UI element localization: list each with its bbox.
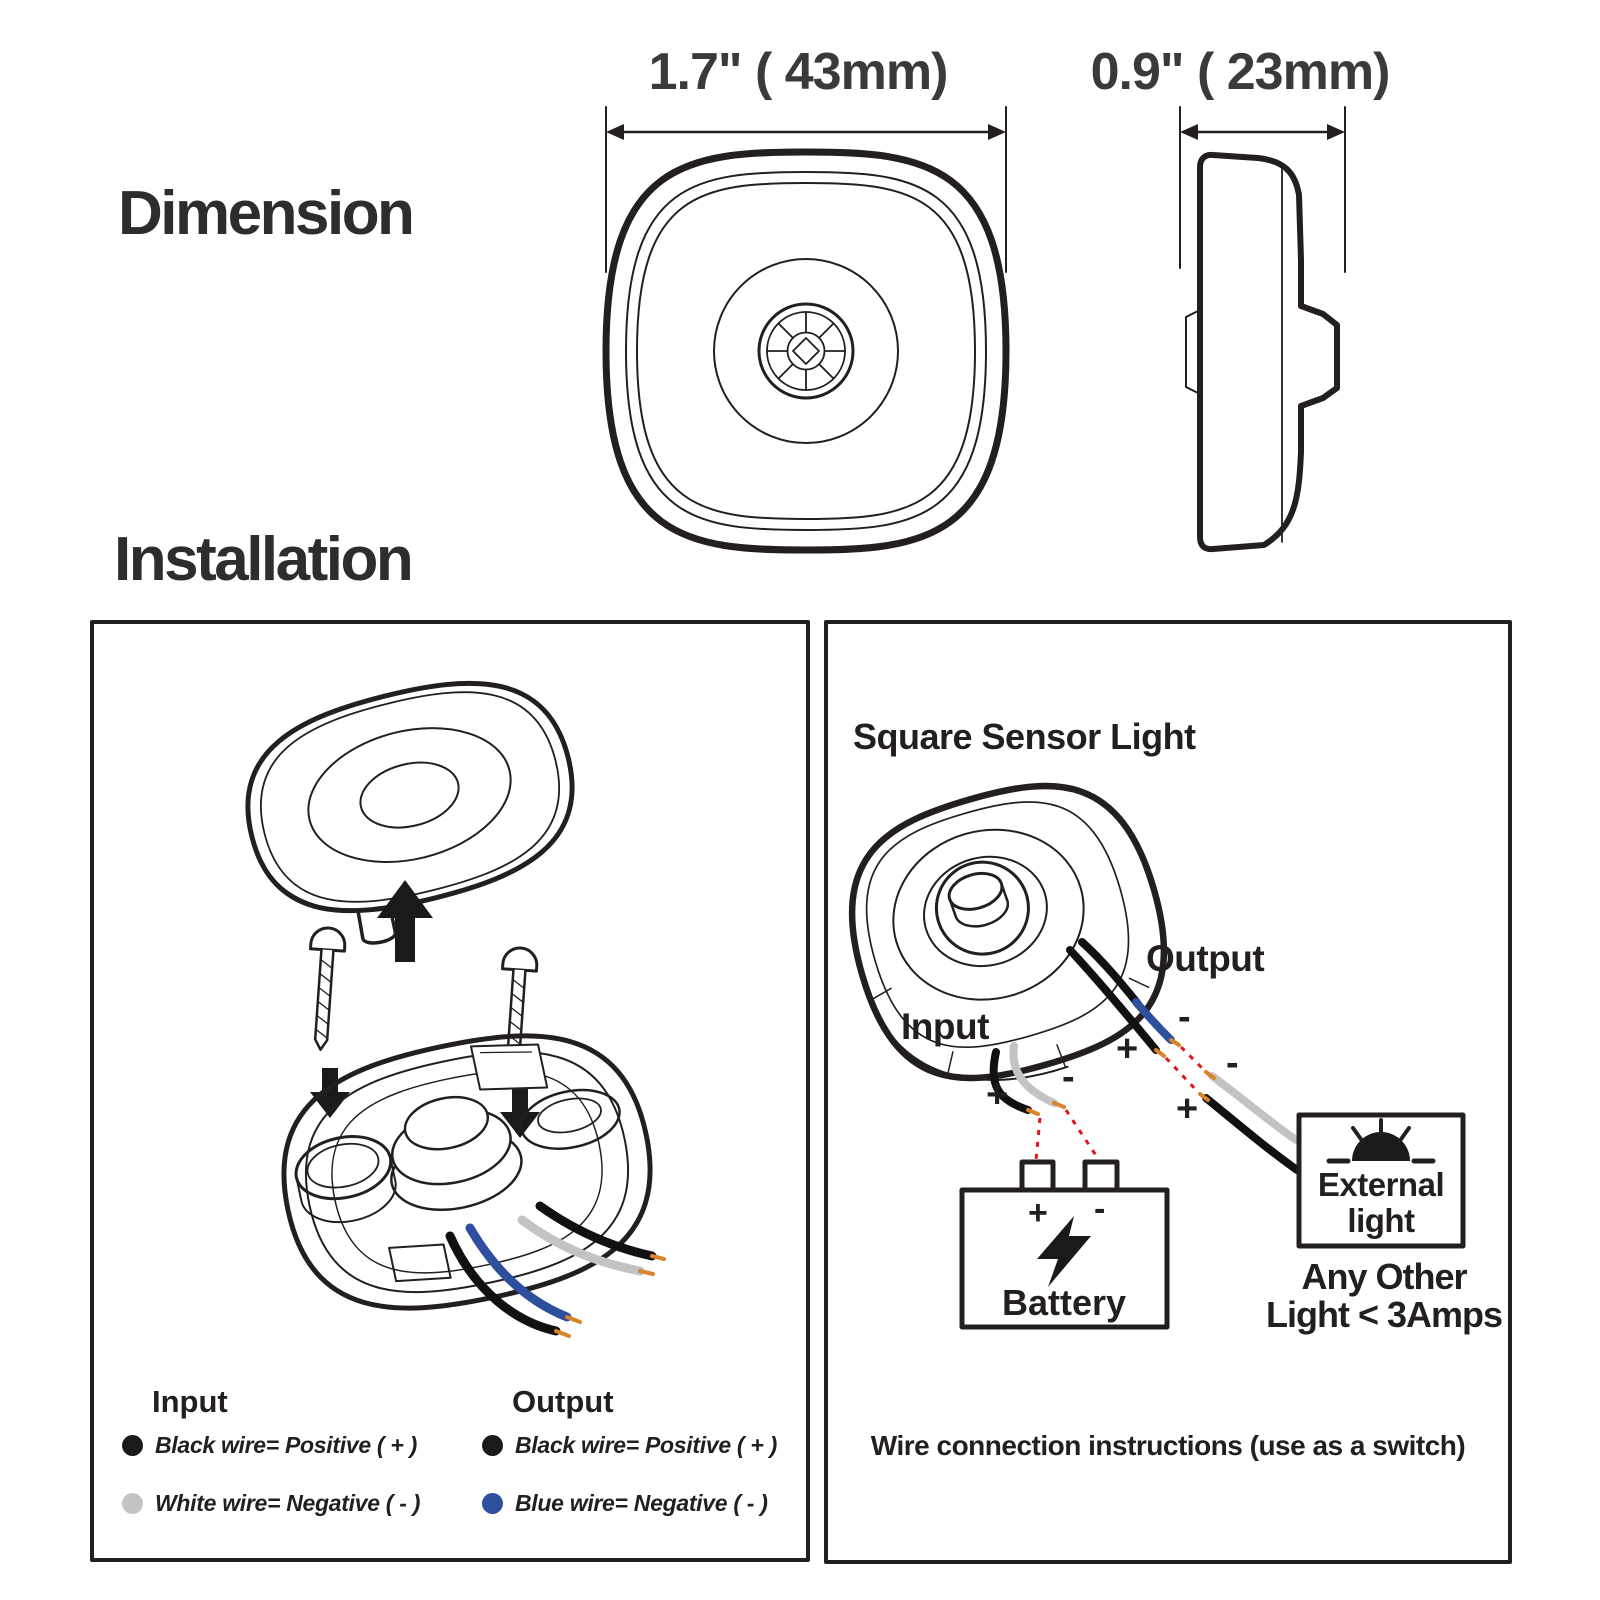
pir-lens-icon: [757, 302, 855, 400]
black-wire-dot-icon: [122, 1435, 143, 1456]
legend-row-label: Black wire= Positive ( + ): [515, 1432, 777, 1458]
battery-negative-mark: -: [1094, 1190, 1106, 1228]
legend-row-output-black: Black wire= Positive ( + ): [482, 1432, 777, 1459]
other-light-note-line1: Any Other: [1301, 1256, 1467, 1297]
arrowhead-right: [988, 124, 1006, 140]
sensor-3d-drawing: [848, 782, 1168, 1082]
external-light-label-line1: External: [1317, 1166, 1445, 1203]
installation-title: Installation: [114, 525, 414, 594]
right-panel-border: [824, 620, 1512, 1564]
arrowhead-right: [1327, 124, 1345, 140]
external-light-black-wire: [1202, 1094, 1301, 1174]
battery-positive-mark: +: [1028, 1194, 1048, 1232]
input-negative-mark: -: [1062, 1056, 1075, 1098]
output-blue-wire: [1078, 938, 1142, 1008]
input-positive-mark: +: [986, 1074, 1009, 1116]
legend-row-input-white: White wire= Negative ( - ): [122, 1490, 420, 1517]
screw-left: [308, 926, 347, 1051]
dimension-title: Dimension: [118, 179, 415, 248]
sun-icon: [1326, 1118, 1436, 1164]
input-black-wire: [989, 1048, 1032, 1114]
down-arrow-left-icon: [310, 1068, 350, 1118]
external-light-label-line2: light: [1347, 1202, 1415, 1239]
arrowhead-left: [1180, 124, 1198, 140]
legend-output-header: Output: [512, 1384, 614, 1419]
base-top-notch: [469, 1043, 549, 1091]
legend-row-input-black: Black wire= Positive ( + ): [122, 1432, 417, 1459]
side-depth-label: 0.9" ( 23mm): [1090, 43, 1391, 101]
legend-row-output-blue: Blue wire= Negative ( - ): [482, 1490, 768, 1517]
battery-drawing: [959, 1159, 1170, 1330]
external-light-drawing: [1296, 1112, 1466, 1249]
external-light-white-wire: [1208, 1072, 1300, 1144]
up-arrow-icon: [377, 880, 433, 962]
battery-label: Battery: [1001, 1282, 1127, 1323]
black-wire-dot-icon: [482, 1435, 503, 1456]
white-wire-dot-icon: [122, 1493, 143, 1514]
input-label: Input: [901, 1006, 989, 1047]
legend-row-label: Black wire= Positive ( + ): [155, 1432, 417, 1458]
legend-input-header: Input: [152, 1384, 228, 1419]
lightning-bolt-icon: [1037, 1216, 1091, 1287]
wiring: [989, 938, 1301, 1174]
side-depth-dimension-lines: [1179, 106, 1346, 273]
base-center-dome: [390, 1095, 523, 1212]
output-negative-mark: -: [1178, 996, 1191, 1038]
wiring-caption: Wire connection instructions (use as a s…: [870, 1430, 1466, 1461]
sensor-light-title: Square Sensor Light: [853, 716, 1196, 757]
legend-row-label: White wire= Negative ( - ): [155, 1490, 421, 1516]
base-drawing: [281, 1033, 653, 1311]
input-white-wire: [1009, 1042, 1058, 1107]
cover-lid-drawing: [245, 680, 575, 945]
down-arrow-right-icon: [500, 1088, 540, 1138]
side-view-drawing: [1185, 151, 1340, 553]
arrowhead-left: [606, 124, 624, 140]
left-panel-border: [90, 620, 810, 1562]
blue-wire-dot-icon: [482, 1493, 503, 1514]
connection-dashes: [1034, 1045, 1207, 1161]
output-black-wire: [1066, 946, 1160, 1054]
front-width-dimension-lines: [605, 106, 1007, 273]
other-light-note-line2: Light < 3Amps: [1265, 1294, 1503, 1335]
sensor-knob: [947, 871, 1010, 928]
base-wires: [445, 1201, 666, 1338]
legend-row-label: Blue wire= Negative ( - ): [515, 1490, 768, 1516]
light-negative-mark: -: [1226, 1042, 1239, 1084]
base-right-hole: [519, 1088, 621, 1150]
front-width-label: 1.7" ( 43mm): [648, 43, 949, 101]
front-view-drawing: [602, 148, 1010, 554]
output-label: Output: [1146, 938, 1265, 979]
output-positive-mark: +: [1116, 1028, 1139, 1070]
base-bottom-notch: [388, 1243, 452, 1283]
light-positive-mark: +: [1176, 1088, 1199, 1130]
